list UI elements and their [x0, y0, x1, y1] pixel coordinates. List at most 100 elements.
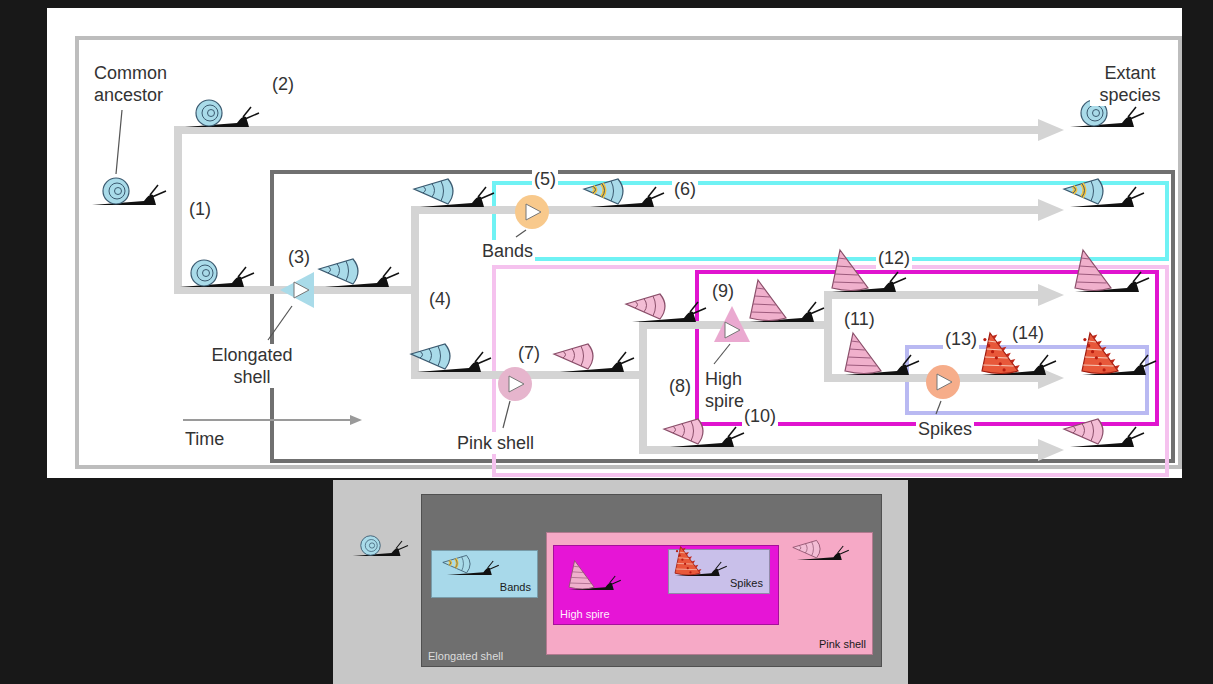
branch-arrowhead: [1038, 284, 1064, 306]
clade-outline: [272, 172, 1173, 461]
shell-whorl: [846, 365, 876, 366]
snail-antenna: [398, 546, 409, 551]
shell-whorl: [837, 266, 852, 267]
shell-spiral: [365, 540, 377, 552]
snail-antenna: [717, 566, 727, 570]
shell-whorl: [1081, 258, 1089, 259]
snail-antenna: [611, 580, 621, 584]
tree-label: Common ancestor: [92, 62, 196, 106]
snail-antenna: [1133, 272, 1141, 282]
shell-whorl: [572, 349, 575, 362]
shell-spiral: [202, 105, 218, 121]
snail-figure: [353, 536, 409, 556]
shell-whorl: [429, 349, 432, 362]
snail-shell: [1075, 250, 1111, 291]
tree-branch: [828, 295, 1040, 378]
shell-whorl: [805, 544, 807, 553]
shell-whorl: [682, 424, 685, 437]
snail-antenna: [480, 193, 494, 199]
trait-arrow: [526, 204, 541, 220]
callout-number: (1): [187, 198, 213, 220]
shell-spike: [983, 338, 986, 341]
snail-figure: [845, 333, 919, 375]
shell-whorl: [679, 552, 684, 554]
shell-spike: [676, 550, 678, 552]
snail-figure: [319, 259, 399, 287]
trait-marker: [515, 195, 549, 229]
shell-whorl: [570, 583, 591, 585]
snail-figure: [569, 561, 621, 590]
snail-antenna: [240, 273, 254, 279]
shell-spike: [1010, 359, 1015, 364]
callout-number: (4): [427, 288, 453, 310]
snail-figure: [675, 547, 727, 576]
white-panel: [47, 8, 1182, 478]
shell-whorl: [337, 264, 340, 277]
shell-whorl: [848, 357, 871, 358]
shell-spike: [999, 362, 1002, 365]
grey-panel: [333, 480, 908, 684]
callout-number: (6): [672, 178, 698, 200]
snail-antenna: [810, 308, 824, 314]
snail-antenna: [728, 427, 736, 437]
clade-label: Bands: [500, 581, 531, 594]
snail-antenna: [1142, 361, 1156, 367]
snail-antenna: [475, 352, 483, 362]
shell-spike: [991, 350, 994, 353]
branch-arrowhead: [1038, 119, 1064, 141]
trait-arrow: [937, 374, 952, 390]
shell-spike: [1083, 338, 1086, 341]
trait-marker: [714, 306, 750, 342]
shell-whorl: [756, 288, 764, 289]
snail-figure: [750, 280, 824, 322]
shell-spiral: [115, 188, 122, 195]
shell-spiral: [208, 110, 215, 117]
clade-box: Elongated shellBandsPink shellHigh spire…: [421, 494, 882, 667]
trait-marker: [926, 365, 960, 399]
shell-spike: [1110, 359, 1115, 364]
snail-antenna: [1135, 278, 1149, 284]
snail-antenna: [477, 358, 491, 364]
shell-spike: [1001, 347, 1006, 352]
leader-line: [516, 230, 526, 237]
shell-whorl: [1073, 186, 1076, 193]
shell-whorl: [635, 301, 638, 308]
shell-spike: [995, 356, 998, 359]
snail-antenna: [1128, 107, 1136, 117]
callout-number: (12): [876, 247, 912, 269]
snail-antenna: [1128, 427, 1136, 437]
snail-figure: [1082, 333, 1156, 375]
snail-antenna: [808, 302, 816, 312]
shell-whorl: [851, 341, 859, 342]
callout-number: (13): [943, 328, 979, 350]
snail-antenna: [839, 550, 849, 554]
shell-spike: [682, 548, 686, 551]
shell-whorl: [676, 569, 697, 571]
snail-body: [353, 548, 401, 556]
snail-shell: [554, 344, 593, 369]
snail-shell: [103, 178, 129, 204]
snail-shell: [414, 179, 453, 204]
snail-figure: [411, 344, 491, 372]
shell-whorl: [1078, 274, 1101, 275]
snail-figure: [414, 179, 494, 207]
leader-line: [936, 401, 941, 414]
time-arrowhead: [350, 415, 362, 425]
shell-spiral: [369, 543, 374, 548]
shell-spike: [1097, 341, 1102, 346]
snail-antenna: [905, 361, 919, 367]
snail-antenna: [488, 561, 494, 568]
callout-number: (10): [742, 405, 778, 427]
snail-antenna: [152, 191, 166, 197]
shell-spike: [1015, 365, 1020, 370]
time-arrow: [183, 419, 352, 421]
trait-marker: [498, 367, 532, 401]
clade-label: Elongated shell: [428, 650, 503, 663]
snail-body: [447, 568, 492, 575]
shell-whorl: [1076, 282, 1106, 283]
snail-antenna: [892, 278, 906, 284]
snail-antenna: [716, 562, 722, 569]
clade-box: Bands: [431, 550, 538, 598]
snail-shell: [845, 333, 881, 374]
snail-shell: [196, 100, 222, 126]
